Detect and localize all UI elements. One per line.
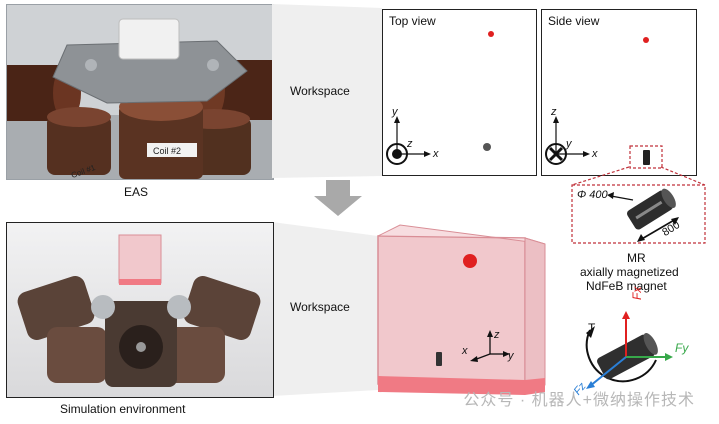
sim-robot: [436, 352, 442, 366]
sim-magnet-marker: [463, 254, 477, 268]
phi-dimension: Φ 400: [577, 189, 608, 201]
mr-title-1: MR: [627, 251, 646, 265]
force-fy-label: Fy: [675, 341, 689, 355]
coil-label: Coil #2: [153, 146, 182, 156]
top-view-panel: Top view y z x: [382, 9, 537, 176]
eas-photo: Coil #2 Coil #1: [6, 4, 274, 180]
eas-photo-illustration: [7, 5, 273, 179]
top-view-drawing: [386, 31, 494, 165]
sim-environment: [6, 222, 274, 398]
sim-illustration: [17, 234, 261, 387]
side-view-panel: Side view z y x: [541, 9, 697, 176]
top-view-z: z: [407, 138, 413, 150]
side-view-title: Side view: [548, 14, 600, 28]
magnet-marker-top: [488, 31, 494, 37]
mr-title-3: NdFeB magnet: [586, 279, 667, 293]
top-view-title: Top view: [389, 14, 436, 28]
mr-title-2: axially magnetized: [580, 265, 679, 279]
cube-x: x: [462, 345, 468, 357]
robot-shadow-top: [483, 143, 491, 151]
top-view-x: x: [433, 148, 439, 160]
side-view-drawing: [545, 37, 663, 169]
eas-label: EAS: [124, 185, 149, 199]
sim-env-label: Simulation environment: [60, 402, 186, 416]
watermark: 公众号 · 机器人+微纳操作技术: [463, 392, 695, 409]
side-view-y: y: [566, 138, 572, 150]
workspace-label-top: Workspace: [290, 84, 350, 98]
mr-magnet: [627, 188, 676, 230]
side-view-z: z: [551, 106, 557, 118]
down-arrow: [314, 180, 362, 216]
magnet-marker-side: [643, 37, 649, 43]
side-view-x: x: [592, 148, 598, 160]
workspace-label-bottom: Workspace: [290, 300, 350, 314]
top-view-y: y: [392, 106, 398, 118]
cube-y: y: [508, 350, 514, 362]
force-fx-label: Fx: [630, 286, 644, 300]
torque-label: T: [588, 321, 596, 335]
cube-z: z: [494, 329, 500, 341]
robot-side: [643, 150, 650, 165]
